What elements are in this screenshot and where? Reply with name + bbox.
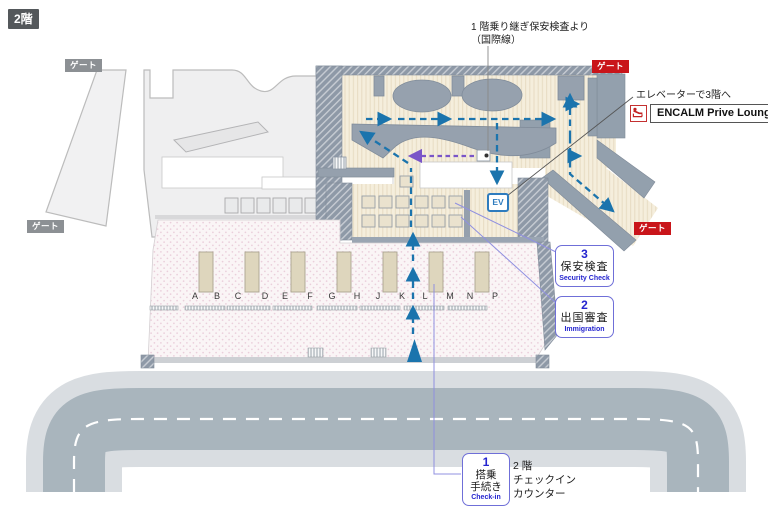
immigration-step-number: 2 xyxy=(581,298,588,312)
counter-letter-c: C xyxy=(234,291,242,301)
landside-pier xyxy=(45,69,127,227)
road xyxy=(25,371,746,492)
floor-level-badge: 2階 xyxy=(8,9,39,29)
airside-kiosk xyxy=(419,161,513,189)
security-lanes xyxy=(361,175,463,228)
checkin-counter-note-line1: 2 階 xyxy=(513,460,533,472)
escalator-block xyxy=(172,121,269,153)
landside-area xyxy=(45,69,394,238)
gate-badge-lower-right: ゲート xyxy=(634,222,672,235)
checkin-counter-note-line2: チェックイン xyxy=(513,474,576,486)
transfer-note-line2: （国際線） xyxy=(471,35,521,46)
checkin-counter-note: 2 階 チェックイン カウンター xyxy=(513,459,576,501)
counter-letter-a: A xyxy=(191,291,199,301)
callout-checkin: 1 搭乗 手続き Check-in xyxy=(462,453,510,506)
counter-letter-e: E xyxy=(281,291,289,301)
road-center-line xyxy=(72,417,700,492)
callout-security-check: 3 保安検査 Security Check xyxy=(555,245,614,287)
gate-badge-upper-right: ゲート xyxy=(592,60,630,73)
hall-front-pillar-left xyxy=(140,354,155,369)
elevator-marker: EV xyxy=(487,193,509,212)
checkin-label-en: Check-in xyxy=(471,494,501,501)
landside-main-hall xyxy=(143,69,321,238)
counter-letter-b: B xyxy=(213,291,221,301)
transfer-note-line1: 1 階乗り継ぎ保安検査より xyxy=(471,22,590,33)
gate-badge-upper-left: ゲート xyxy=(65,59,103,72)
lounge-callout: ENCALM Prive Lounge xyxy=(630,104,768,123)
counter-letter-j: J xyxy=(375,291,381,301)
immigration-label-jp: 出国審査 xyxy=(560,312,609,324)
counter-letter-m: M xyxy=(446,291,454,301)
hall-stairs-icon xyxy=(370,347,387,358)
checkin-counter-note-line3: カウンター xyxy=(513,488,566,500)
checkin-hall xyxy=(140,219,559,369)
counter-letter-l: L xyxy=(422,291,428,301)
counter-letter-p: P xyxy=(491,291,499,301)
counter-letter-d: D xyxy=(261,291,269,301)
transfer-checkpoint-box xyxy=(476,149,491,162)
checkin-label-jp-line1: 搭乗 xyxy=(475,469,497,481)
airside-walls xyxy=(315,65,656,252)
gate-badge-lower-left: ゲート xyxy=(27,220,65,233)
checkin-step-number: 1 xyxy=(482,455,490,469)
callout-immigration: 2 出国審査 Immigration xyxy=(555,296,614,338)
hall-stairs-icon xyxy=(307,347,324,358)
counter-letter-k: K xyxy=(398,291,406,301)
route-path xyxy=(359,92,615,334)
counter-letter-g: G xyxy=(328,291,336,301)
airside-furniture xyxy=(351,75,585,159)
baggage-conveyors xyxy=(149,305,488,311)
stairs-icon xyxy=(332,156,347,170)
lounge-label: ENCALM Prive Lounge xyxy=(650,104,768,123)
hall-front-pillar-right xyxy=(535,354,550,369)
transfer-note: 1 階乗り継ぎ保安検査より （国際線） xyxy=(471,21,589,47)
landside-wall-line xyxy=(155,215,341,219)
counter-letter-h: H xyxy=(353,291,361,301)
elevator-note: エレベーターで3階へ xyxy=(636,90,731,101)
security-step-number: 3 xyxy=(581,247,588,261)
counter-letter-f: F xyxy=(307,291,313,301)
counter-islands xyxy=(198,251,490,293)
lounge-chair-icon xyxy=(630,105,647,122)
counter-letter-n: N xyxy=(466,291,474,301)
immigration-label-en: Immigration xyxy=(564,326,605,333)
checkin-label-jp-line2: 手続き xyxy=(470,481,502,493)
hall-front-wall xyxy=(146,357,544,363)
security-label-jp: 保安検査 xyxy=(560,261,609,273)
security-label-en: Security Check xyxy=(559,275,610,282)
route-start-arrow xyxy=(407,339,422,362)
